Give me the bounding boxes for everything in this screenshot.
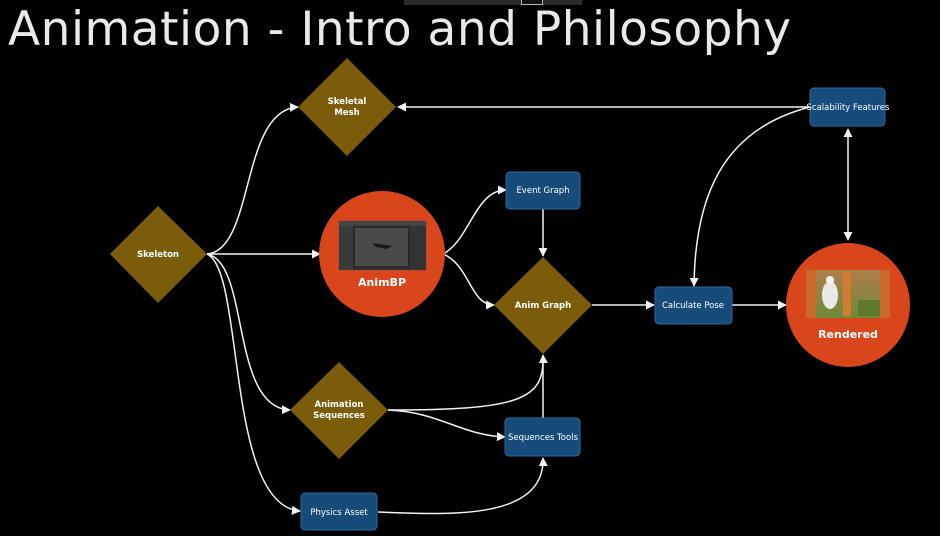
edge-scalability-to-calculate-pose xyxy=(689,106,811,287)
node-skeleton-label: Skeleton xyxy=(137,250,179,260)
slide-title: Animation - Intro and Philosophy xyxy=(8,2,792,57)
node-sequences-tools-label: Sequences Tools xyxy=(508,433,579,443)
node-animation-sequences: Animation Sequences xyxy=(290,362,388,459)
edge-animation-sequences-to-anim-graph xyxy=(387,354,548,411)
video-top-notch xyxy=(521,0,543,5)
node-animbp-label: AnimBP xyxy=(358,276,406,289)
edge-physics-asset-to-sequences-tools xyxy=(377,457,548,515)
node-rendered-label: Rendered xyxy=(818,328,878,341)
node-calculate-pose-label: Calculate Pose xyxy=(662,301,724,311)
node-skeletal-mesh-label-line2: Mesh xyxy=(334,108,359,118)
node-anim-graph-label: Anim Graph xyxy=(515,301,571,311)
video-top-bar xyxy=(404,0,582,5)
edge-animbp-to-anim-graph xyxy=(442,253,495,310)
node-scalability-features: Scalability Features xyxy=(807,87,891,127)
node-event-graph: Event Graph xyxy=(505,171,581,210)
edge-animation-sequences-to-sequences-tools xyxy=(387,409,506,442)
node-animbp: AnimBP xyxy=(319,191,445,317)
node-physics-asset-label: Physics Asset xyxy=(310,508,368,518)
edge-skeleton-to-animation-sequences xyxy=(206,253,291,415)
node-skeletal-mesh-label-line1: Skeletal xyxy=(328,97,367,107)
edge-skeleton-to-physics-asset xyxy=(206,253,301,515)
rendered-thumbnail xyxy=(806,270,890,318)
node-skeleton: Skeleton xyxy=(110,206,207,303)
node-skeletal-mesh: Skeletal Mesh xyxy=(298,58,396,156)
node-event-graph-label: Event Graph xyxy=(516,186,569,196)
node-anim-graph: Anim Graph xyxy=(494,257,592,354)
node-rendered: Rendered xyxy=(786,243,910,367)
edge-animbp-to-event-graph xyxy=(442,185,507,255)
node-animation-sequences-label-line2: Sequences xyxy=(313,411,365,421)
node-physics-asset: Physics Asset xyxy=(300,492,378,531)
node-calculate-pose: Calculate Pose xyxy=(654,286,733,325)
node-sequences-tools: Sequences Tools xyxy=(504,417,581,457)
node-animation-sequences-label-line1: Animation xyxy=(314,400,363,410)
edge-skeleton-to-skeletal-mesh xyxy=(206,102,299,255)
node-scalability-features-label: Scalability Features xyxy=(807,103,891,113)
animbp-thumbnail xyxy=(338,220,427,271)
